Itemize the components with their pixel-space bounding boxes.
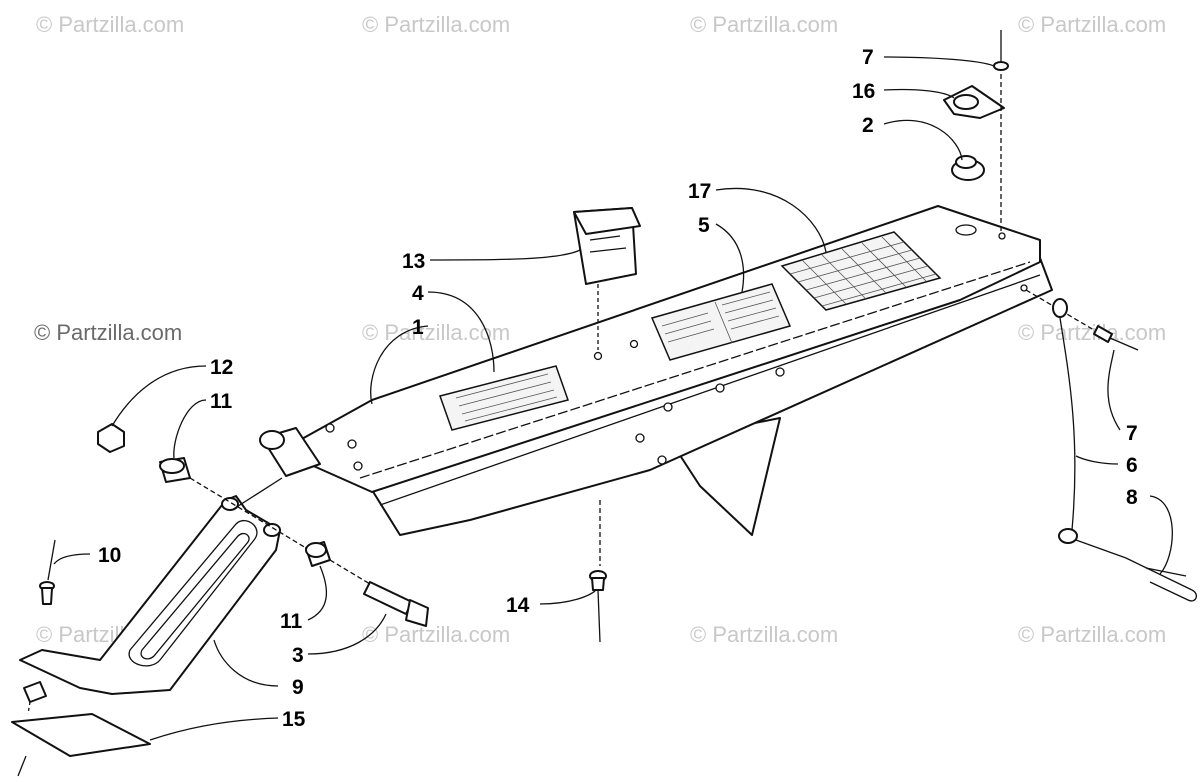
callout-5: 5 [698,214,710,237]
spacer-part-11-upper [159,457,191,483]
rivet-part-7-top [993,30,1009,232]
spacer-part-11-lower [305,541,331,567]
rivet-part-10 [39,539,56,605]
hole [775,367,785,377]
watermark-text: © Partzilla.com [36,12,184,37]
hinge-tube-end [259,430,285,450]
hole [657,455,667,465]
rivet-part-7-right [1025,289,1139,351]
hole [629,339,639,349]
chart-decal-part-17 [780,231,942,311]
callout-16: 16 [852,80,875,103]
hole [593,351,603,361]
decal-17 [780,231,942,311]
plate-boss [953,94,979,110]
watermark-text: © Partzilla.com [34,320,182,345]
callout-14: 14 [506,594,530,617]
callout-10: 10 [98,544,121,567]
callout-13: 13 [402,250,425,273]
callout-7-right: 7 [1126,422,1138,445]
grommet-part-2 [951,155,985,181]
clip-top [573,207,641,235]
tether-cable-part-6 [1052,298,1078,544]
callout-11-upper: 11 [210,390,233,413]
warning-decal-part-4 [439,365,569,431]
callout-2: 2 [862,114,874,137]
callout-12: 12 [210,356,233,379]
callout-1: 1 [412,316,424,339]
hole [347,439,357,449]
callout-7-top: 7 [862,46,874,69]
hole [663,402,673,412]
hole [715,383,725,393]
hole [325,423,335,433]
fold-line [359,261,1031,479]
caution-decal-part-5 [650,283,792,361]
grommet-hole [955,224,977,236]
callout-8: 8 [1126,486,1138,509]
watermark-text: © Partzilla.com [1018,320,1166,345]
watermark-text: © Partzilla.com [690,12,838,37]
rivet-part-14 [589,500,607,643]
decal-5 [650,283,792,361]
grommet-top [955,155,977,169]
watermark-text: © Partzilla.com [1018,12,1166,37]
bracket-part-9 [19,477,283,695]
hole [1020,284,1028,292]
callout-4: 4 [412,282,424,305]
bracket-body [19,495,281,695]
callout-9: 9 [292,676,304,699]
seat-base-part-1 [259,205,1053,536]
callout-6: 6 [1126,454,1138,477]
callout-11-lower: 11 [280,610,303,633]
watermark-text: © Partzilla.com [690,622,838,647]
bolt-part-3 [189,477,429,627]
leader-lines [53,56,1173,741]
clip-part-13 [573,207,641,350]
watermarks: © Partzilla.com © Partzilla.com © Partzi… [34,12,1166,647]
watermark-text: © Partzilla.com [362,622,510,647]
callout-labels: 7 16 2 17 5 13 4 1 12 11 10 11 3 9 15 14… [98,46,1138,731]
pad-part-15 [11,681,151,777]
hole [635,433,645,443]
decal-4 [439,365,569,431]
watermark-text: © Partzilla.com [362,320,510,345]
hitch-pin-part-8 [1075,539,1197,602]
plate-part-16 [943,85,1005,119]
hole [353,461,363,471]
hole [998,232,1006,240]
callout-3: 3 [292,644,304,667]
callout-15: 15 [282,708,306,731]
watermark-text: © Partzilla.com [1018,622,1166,647]
watermark-text: © Partzilla.com [362,12,510,37]
callout-17: 17 [688,180,711,203]
lower-edge-line [379,274,1041,506]
nut-part-12 [97,423,125,453]
